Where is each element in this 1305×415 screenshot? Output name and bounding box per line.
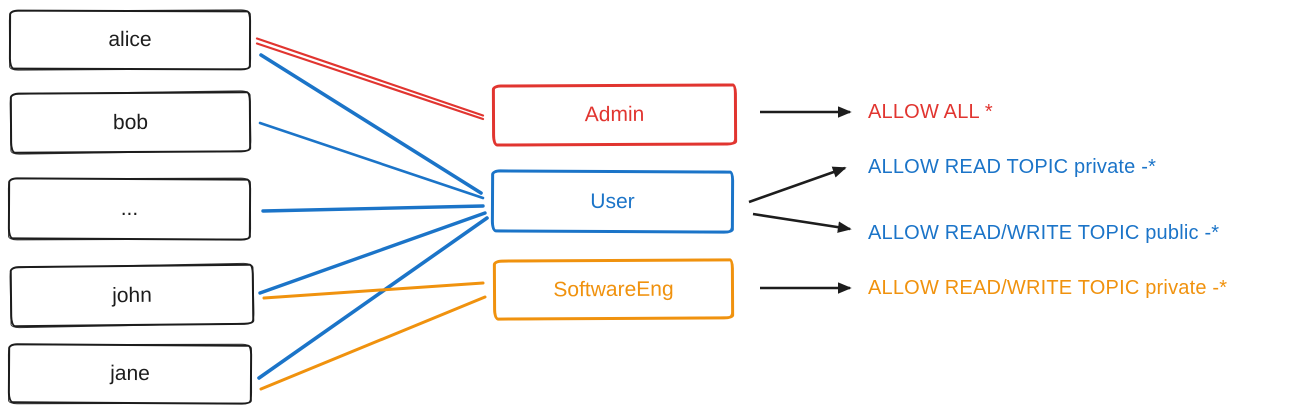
user-label-jane: jane	[110, 361, 150, 386]
role-box-user: User	[490, 169, 735, 234]
user-label-bob: bob	[112, 110, 149, 134]
user-box-john: john	[9, 263, 255, 328]
edge-alice-user	[259, 53, 483, 195]
role-permission-arrows	[748, 106, 852, 294]
arrow-user-read-private	[748, 166, 847, 204]
permission-readwrite-topic-private: ALLOW READ/WRITE TOPIC private -*	[868, 276, 1228, 299]
user-box-jane: jane	[7, 343, 253, 405]
edge-jane-user	[257, 216, 489, 380]
edge-alice-admin	[255, 37, 485, 117]
edge-jane-softwareeng	[259, 295, 487, 391]
role-box-admin: Admin	[491, 83, 738, 147]
edge-alice-admin-second-stroke	[255, 42, 485, 121]
user-label-john: john	[112, 283, 152, 307]
user-box-alice: alice	[8, 9, 252, 71]
permission-readwrite-topic-public: ALLOW READ/WRITE TOPIC public -*	[868, 221, 1220, 244]
role-label-admin: Admin	[584, 102, 645, 127]
edge-bob-user	[258, 121, 485, 200]
user-role-edges	[255, 37, 489, 391]
user-label-alice: alice	[108, 27, 152, 52]
edge-ellipsis-user	[261, 204, 485, 213]
user-box-bob: bob	[9, 91, 252, 154]
edge-john-softwareeng	[262, 281, 485, 300]
role-label-user: User	[590, 189, 635, 213]
arrow-user-readwrite-public	[752, 212, 852, 233]
permission-allow-all: ALLOW ALL *	[868, 100, 993, 123]
user-box-ellipsis: ...	[7, 177, 252, 241]
role-label-softwareeng: SoftwareEng	[553, 277, 674, 301]
permission-read-topic-private: ALLOW READ TOPIC private -*	[868, 155, 1157, 178]
user-label-ellipsis: ...	[120, 196, 139, 221]
role-box-softwareeng: SoftwareEng	[492, 258, 735, 321]
edge-john-user	[258, 211, 487, 295]
